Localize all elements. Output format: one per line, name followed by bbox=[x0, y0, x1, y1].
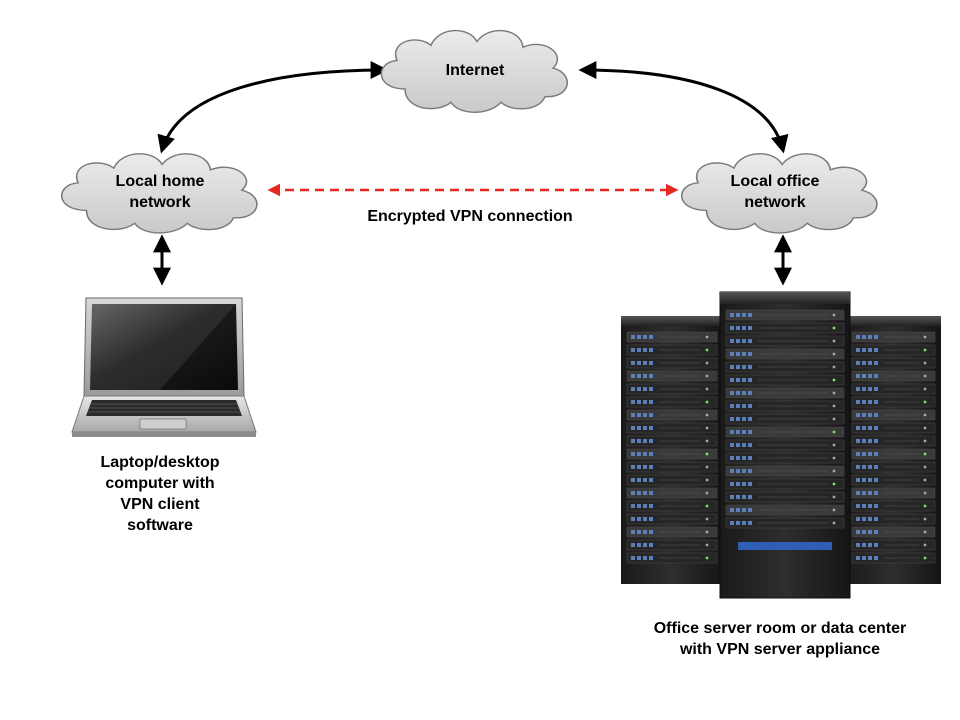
vpn-connection-label: Encrypted VPN connection bbox=[367, 208, 573, 225]
server-label: Office server room or data center with V… bbox=[653, 620, 907, 658]
internet-label: Internet bbox=[445, 62, 505, 79]
server-rack-icon bbox=[621, 291, 941, 599]
laptop-label: Laptop/desktop computer with VPN client … bbox=[100, 454, 220, 534]
home-network-label: Local home network bbox=[115, 173, 205, 211]
laptop-icon bbox=[71, 297, 257, 437]
home-internet-arrow bbox=[157, 61, 389, 154]
office-internet-arrow bbox=[578, 61, 789, 154]
office-network-label: Local office network bbox=[730, 173, 820, 211]
